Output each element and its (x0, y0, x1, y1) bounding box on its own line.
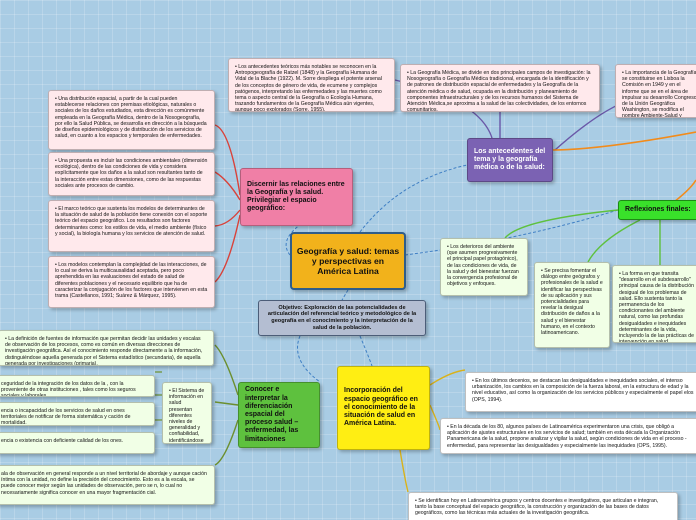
note-text: Se precisa fomentar el diálogo entre geó… (541, 268, 603, 336)
note-reflexiones-2: Se precisa fomentar el diálogo entre geó… (534, 262, 610, 348)
note-discernir-2: Una propuesta es incluir las condiciones… (48, 152, 215, 196)
note-incorporacion-3: Se identifican hoy en Latinoamérica grup… (408, 492, 678, 520)
note-text: • La Geografía Médica, se divide en dos … (407, 70, 591, 112)
note-reflexiones-3: La forma en que transita "desarrollo en … (612, 265, 696, 343)
note-incorporacion-1: En los últimos decenios, se destacan las… (465, 372, 696, 412)
note-discernir-1: Una distribución espacial, a partir de l… (48, 90, 215, 150)
note-text: Se identifican hoy en Latinoamérica grup… (415, 498, 671, 517)
note-text: Una propuesta es incluir las condiciones… (55, 158, 208, 189)
note-antecedentes-2: • La Geografía Médica, se divide en dos … (400, 64, 600, 112)
link-central-antecedentes (359, 164, 468, 233)
note-text: El marco teórico que sustenta los modelo… (55, 206, 208, 237)
note-conocer-1: La definición de fuentes de información … (0, 330, 214, 366)
note-text: • El Sistema de información en salud pre… (169, 388, 205, 444)
link-central-reflexiones (404, 209, 619, 256)
topic-antecedentes[interactable]: Los antecedentes del tema y la geografía… (467, 138, 553, 182)
note-text: encia o incapacidad de los servicios de … (1, 408, 131, 426)
note-text: • Los antecedentes teóricos más notables… (235, 64, 382, 112)
note-text: Los modelos contemplan la complejidad de… (55, 262, 208, 299)
note-text: ala de observación en general responde a… (1, 471, 207, 496)
note-text: encia o existencia con deficiente calida… (1, 438, 123, 444)
note-sistema: • El Sistema de información en salud pre… (162, 382, 212, 444)
note-antecedentes-3: • La importancia de la Geografía se cons… (615, 64, 696, 118)
link-central-objetivo (341, 289, 349, 301)
note-text: En los últimos decenios, se destacan las… (472, 378, 696, 403)
note-conocer-4: encia o existencia con deficiente calida… (0, 432, 155, 454)
note-text: La definición de fuentes de información … (5, 336, 207, 365)
objective-node[interactable]: Objetivo: Exploración de las potencialid… (258, 300, 426, 336)
topic-reflexiones[interactable]: Reflexiones finales: (618, 200, 696, 220)
link-objetivo-conocer (297, 335, 321, 383)
note-text: Los deterioros del ambiente (que asumen … (447, 244, 521, 287)
note-text: En la década de los 80, algunos países d… (447, 424, 696, 449)
note-discernir-4: Los modelos contemplan la complejidad de… (48, 256, 215, 308)
central-topic[interactable]: Geografía y salud: temas y perspectivas … (290, 232, 406, 290)
topic-conocer[interactable]: Conocer e interpretar la diferenciación … (238, 382, 320, 448)
link-objetivo-incorporacion (359, 335, 373, 367)
note-incorporacion-2: En la década de los 80, algunos países d… (440, 418, 696, 454)
note-conocer-3: encia o incapacidad de los servicios de … (0, 402, 155, 426)
note-text: Una distribución espacial, a partir de l… (55, 96, 208, 139)
topic-discernir[interactable]: Discernir las relaciones entre la Geogra… (240, 168, 353, 226)
note-text: La forma en que transita "desarrollo en … (619, 271, 695, 342)
note-text: • La importancia de la Geografía se cons… (622, 70, 696, 118)
topic-incorporacion[interactable]: Incorporación del espacio geográfico en … (337, 366, 430, 450)
note-reflexiones-1: Los deterioros del ambiente (que asumen … (440, 238, 528, 296)
note-discernir-3: El marco teórico que sustenta los modelo… (48, 200, 215, 252)
note-text: ceguridad de la integración de los datos… (1, 381, 136, 397)
note-conocer-5: ala de observación en general responde a… (0, 465, 215, 505)
note-conocer-2: ceguridad de la integración de los datos… (0, 375, 155, 397)
note-antecedentes-1: • Los antecedentes teóricos más notables… (228, 58, 395, 112)
link-central-discernir (285, 197, 354, 256)
